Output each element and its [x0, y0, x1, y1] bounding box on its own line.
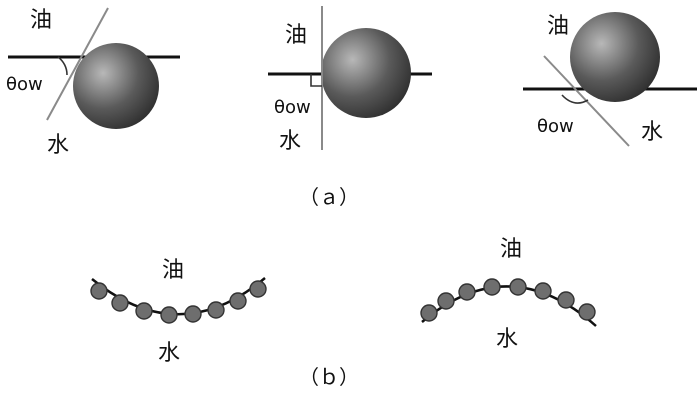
- chain-bead: [229, 292, 247, 310]
- theta-label-2: θow: [274, 97, 311, 118]
- contact-angle-arc-1: [57, 56, 68, 76]
- water-label-1: 水: [47, 133, 69, 158]
- chain-bead: [578, 303, 596, 321]
- chain-interface-1: [91, 277, 266, 316]
- panel-b: 油 水 油 水 （ｂ）: [90, 237, 597, 389]
- chain-bead: [160, 306, 178, 324]
- chain-bead: [483, 278, 501, 296]
- tangent-line-1: [46, 7, 109, 121]
- chain-bead: [509, 278, 527, 296]
- contact-angle-arc-3: [561, 94, 589, 104]
- panel-a-caption: （ａ）: [299, 186, 359, 209]
- theta-label-3: θow: [537, 116, 574, 137]
- oil-label-2: 油: [285, 23, 307, 48]
- oil-label-4: 油: [162, 258, 184, 283]
- chain-bead: [90, 282, 108, 300]
- chain-bead: [420, 304, 438, 322]
- particle-3: [570, 12, 660, 102]
- particle-group-1: 油 θow 水: [6, 7, 180, 158]
- panel-b-caption: （ｂ）: [299, 366, 359, 389]
- water-label-3: 水: [641, 120, 663, 145]
- chain-bead: [557, 291, 575, 309]
- right-angle-marker-2: [310, 74, 322, 87]
- oil-label-3: 油: [547, 14, 569, 39]
- particle-chain-1: 油 水: [90, 258, 267, 366]
- chain-bead: [249, 280, 267, 298]
- particle-group-3: 油 θow 水: [523, 12, 697, 147]
- chain-bead: [135, 302, 153, 320]
- water-label-4: 水: [158, 341, 180, 366]
- chain-bead: [437, 292, 455, 310]
- chain-bead: [184, 305, 202, 323]
- oil-label-5: 油: [500, 237, 522, 262]
- chain-bead: [111, 294, 129, 312]
- particle-group-2: 油 θow 水: [268, 6, 432, 154]
- water-label-5: 水: [496, 327, 518, 352]
- water-label-2: 水: [279, 129, 301, 154]
- particle-1: [73, 43, 159, 129]
- particle-2: [321, 28, 411, 118]
- panel-a: 油 θow 水 油 θow 水 油 θow 水 （ａ）: [6, 6, 697, 209]
- chain-bead: [458, 283, 476, 301]
- theta-label-1: θow: [6, 74, 43, 95]
- chain-bead: [534, 282, 552, 300]
- oil-label-1: 油: [30, 8, 52, 33]
- particle-chain-2: 油 水: [420, 237, 597, 352]
- chain-bead: [207, 301, 225, 319]
